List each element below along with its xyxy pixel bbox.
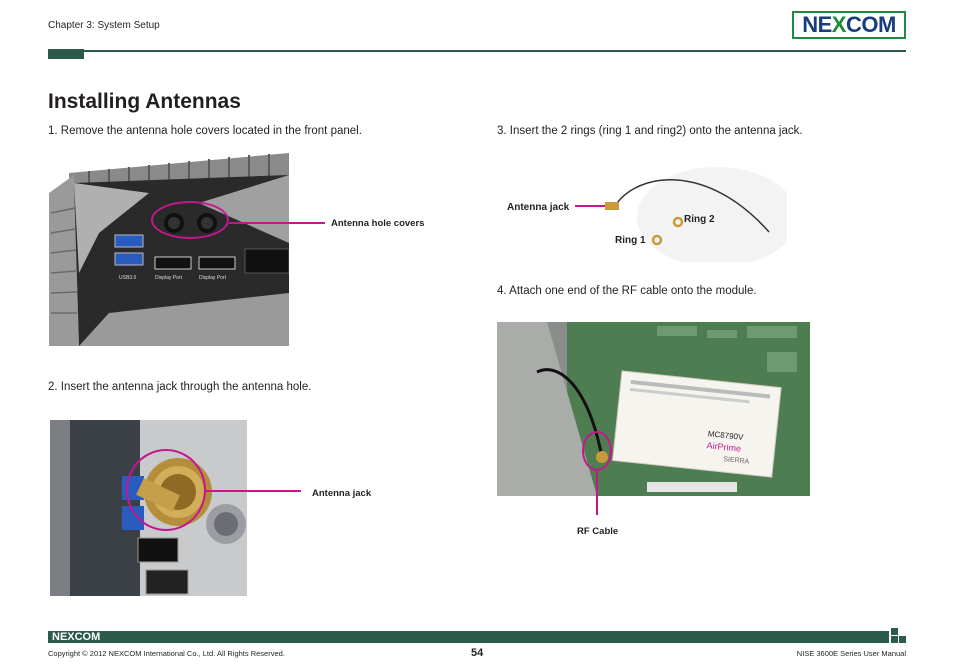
antenna-jack-leader xyxy=(205,490,301,492)
footer-logo: NEXCOM xyxy=(52,631,101,643)
header-rule xyxy=(84,50,906,52)
hole-covers-highlight xyxy=(151,201,229,239)
chapter-heading: Chapter 3: System Setup xyxy=(48,20,160,31)
rf-cable-highlight xyxy=(582,431,612,471)
usb-label: USB3.0 xyxy=(119,275,136,281)
hole-covers-label: Antenna hole covers xyxy=(331,218,425,229)
hole-covers-leader xyxy=(229,222,325,224)
page-number: 54 xyxy=(471,647,484,659)
module-model: MC8790V xyxy=(707,429,744,442)
header-accent-block xyxy=(48,49,84,59)
logo-text-x: X xyxy=(831,12,847,37)
nexcom-logo: NEXCOM xyxy=(792,11,906,39)
module-photo: AirPrime MC8790V SIERRA xyxy=(497,322,810,496)
dp2-label: Display Port xyxy=(199,275,227,281)
logo-text-ne: NE xyxy=(802,12,832,37)
step-1-text: 1. Remove the antenna hole covers locate… xyxy=(48,125,362,137)
step-2-text: 2. Insert the antenna jack through the a… xyxy=(48,381,312,393)
footer-squares xyxy=(891,628,906,643)
rf-cable-label: RF Cable xyxy=(577,526,619,537)
jack-label: Antenna jack xyxy=(507,202,570,213)
ring1-label: Ring 1 xyxy=(615,235,646,246)
page-title: Installing Antennas xyxy=(48,90,241,113)
module-maker: SIERRA xyxy=(723,456,750,466)
ring2-label: Ring 2 xyxy=(684,214,715,225)
footer-bar xyxy=(48,631,889,643)
dp1-label: Display Port xyxy=(155,275,183,281)
module-brand: AirPrime xyxy=(706,440,741,454)
rf-cable-leader xyxy=(596,471,598,515)
step-3-text: 3. Insert the 2 rings (ring 1 and ring2)… xyxy=(497,125,803,137)
copyright-text: Copyright © 2012 NEXCOM International Co… xyxy=(48,649,285,658)
antenna-jack-label: Antenna jack xyxy=(312,488,372,499)
step-4-text: 4. Attach one end of the RF cable onto t… xyxy=(497,285,757,297)
front-panel-photo: USB3.0 Display Port Display Port xyxy=(49,153,289,346)
logo-text-com: COM xyxy=(845,12,896,37)
rings-photo: Antenna jack Ring 2 Ring 1 xyxy=(497,162,787,262)
antenna-jack-highlight xyxy=(126,449,206,531)
manual-name: NISE 3600E Series User Manual xyxy=(796,649,906,658)
